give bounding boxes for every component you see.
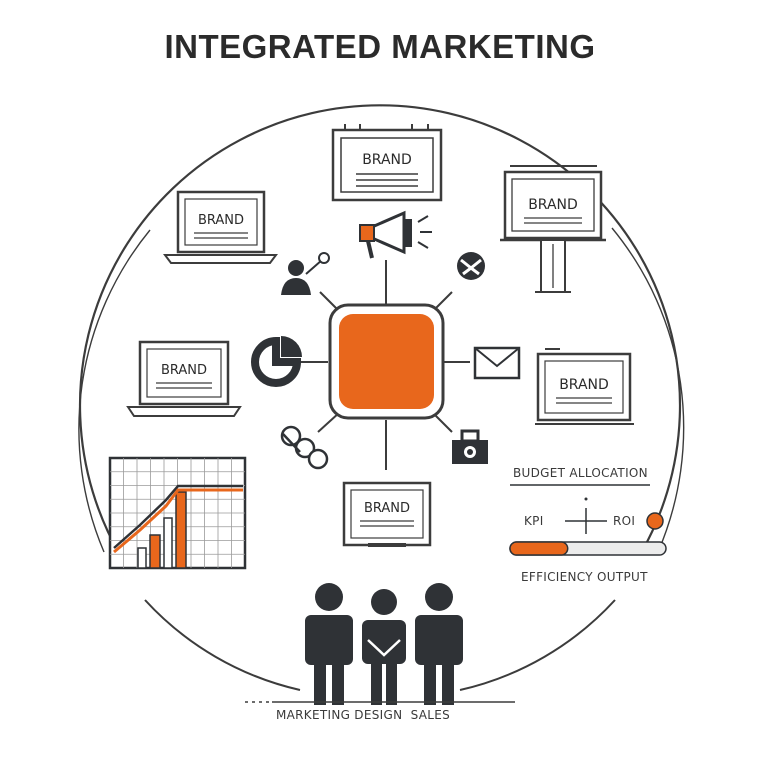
person-marketing xyxy=(305,583,353,705)
team-caption: MARKETING DESIGN SALES xyxy=(276,708,451,722)
roi-label: ROI xyxy=(613,514,636,528)
kpi-label: KPI xyxy=(524,514,544,528)
person-sales xyxy=(415,583,463,705)
briefcase-icon xyxy=(452,429,488,464)
person-design xyxy=(362,589,406,705)
megaphone-icon xyxy=(359,210,432,259)
brand-billboard-right: BRAND xyxy=(500,165,606,293)
brand-monitor-right: BRAND xyxy=(535,348,634,425)
brand-label: BRAND xyxy=(559,377,609,393)
page-title: INTEGRATED MARKETING xyxy=(164,28,596,65)
growth-chart xyxy=(108,456,247,570)
people-icon xyxy=(305,583,463,705)
budget-allocation-heading: BUDGET ALLOCATION xyxy=(513,466,648,480)
shield-check-icon xyxy=(457,252,485,280)
brand-label: BRAND xyxy=(161,363,207,378)
handshake-icon xyxy=(280,425,329,470)
brand-laptop-left-mid: BRAND xyxy=(126,340,242,417)
brand-label: BRAND xyxy=(198,213,244,228)
center-hub xyxy=(328,303,445,420)
person-pointer-icon xyxy=(281,252,330,295)
pie-chart-icon xyxy=(251,336,302,387)
brand-screen-bottom: BRAND xyxy=(342,481,432,547)
brand-laptop-left-top: BRAND xyxy=(163,190,278,264)
efficiency-progress-fill xyxy=(509,541,569,556)
envelope-icon xyxy=(473,346,521,380)
efficiency-output-label: EFFICIENCY OUTPUT xyxy=(521,570,648,584)
brand-label: BRAND xyxy=(528,197,578,213)
budget-allocation-panel xyxy=(509,484,667,556)
brand-label: BRAND xyxy=(364,501,410,516)
brand-label: BRAND xyxy=(362,152,412,168)
outer-ring xyxy=(78,104,685,691)
brand-billboard-top: BRAND xyxy=(331,124,443,202)
